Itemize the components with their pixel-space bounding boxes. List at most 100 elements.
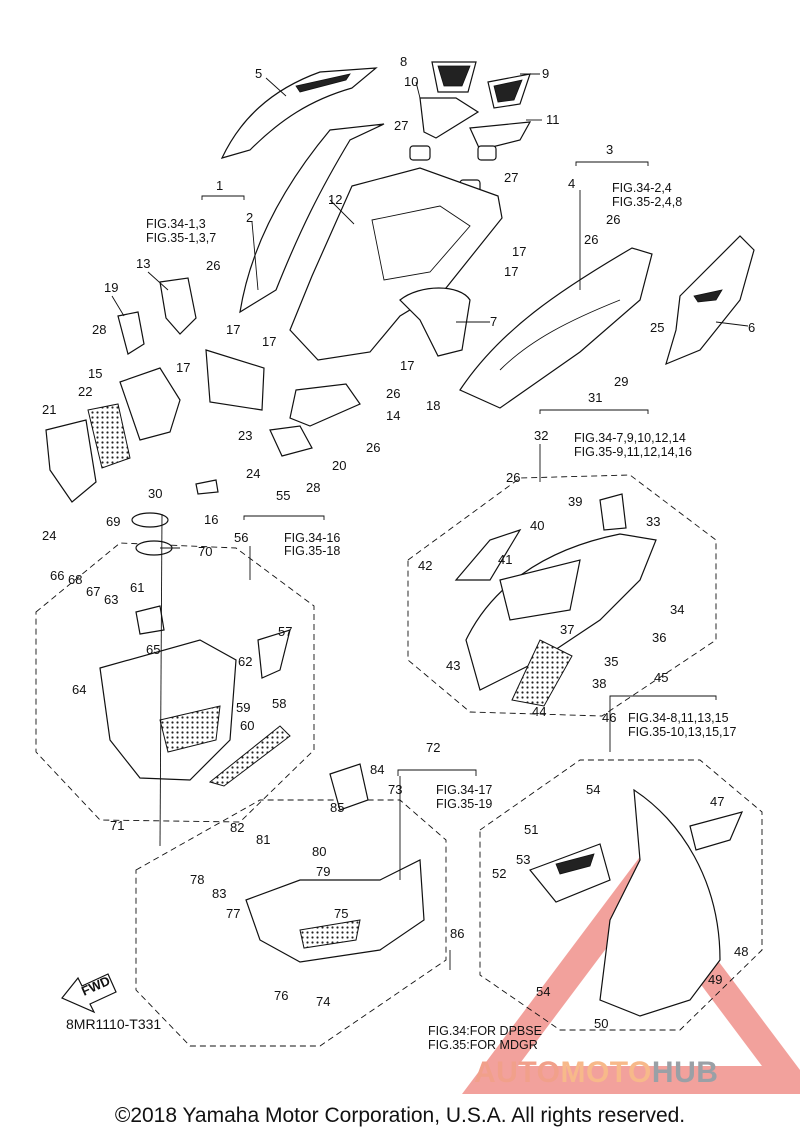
part-75-mesh xyxy=(299,919,361,949)
callout-36: 36 xyxy=(652,630,666,645)
callout-3: 3 xyxy=(606,142,613,157)
part-8-detail xyxy=(437,65,471,87)
callout-44: 44 xyxy=(532,704,546,719)
callout-23: 23 xyxy=(238,428,252,443)
group-box-31 xyxy=(407,474,717,717)
part-19 xyxy=(117,311,145,355)
part-61 xyxy=(135,605,165,635)
callout-48: 48 xyxy=(734,944,748,959)
figure-note-34: FIG.34:FOR DPBSE xyxy=(428,1024,542,1038)
callout-51: 51 xyxy=(524,822,538,837)
callout-71: 71 xyxy=(110,818,124,833)
callout-19: 19 xyxy=(104,280,118,295)
callout-45: 45 xyxy=(654,670,668,685)
callout-22: 22 xyxy=(78,384,92,399)
group-box-45 xyxy=(479,759,763,1031)
watermark-part2: MOTO xyxy=(560,1056,652,1089)
fig-ref-g55-b: FIG.35-18 xyxy=(284,544,340,558)
part-4-detail xyxy=(499,299,621,371)
callout-37: 37 xyxy=(560,622,574,637)
callout-30: 30 xyxy=(148,486,162,501)
callout-56: 56 xyxy=(234,530,248,545)
part-37 xyxy=(499,559,581,621)
part-27b xyxy=(477,145,497,161)
callout-29: 29 xyxy=(614,374,628,389)
group-box-72 xyxy=(135,799,447,1047)
callout-85: 85 xyxy=(330,800,344,815)
callout-49: 49 xyxy=(708,972,722,987)
callout-66: 66 xyxy=(50,568,64,583)
fig-ref-g72-b: FIG.35-19 xyxy=(436,797,492,811)
leader-lines xyxy=(111,61,749,880)
callout-9: 9 xyxy=(542,66,549,81)
fig-ref-g3-b: FIG.35-2,4,8 xyxy=(612,195,682,209)
callout-7: 7 xyxy=(490,314,497,329)
callout-64: 64 xyxy=(72,682,86,697)
part-46-side-cowl xyxy=(599,788,721,1017)
part-12-detail xyxy=(371,205,471,281)
part-47 xyxy=(689,811,744,851)
callout-18: 18 xyxy=(426,398,440,413)
part-73-undercowl xyxy=(245,859,425,963)
callout-17d: 17 xyxy=(226,322,240,337)
callout-61: 61 xyxy=(130,580,144,595)
callout-41: 41 xyxy=(498,552,512,567)
callout-69: 69 xyxy=(106,514,120,529)
part-16 xyxy=(195,479,219,495)
bracket-55 xyxy=(243,515,325,520)
callout-26d: 26 xyxy=(386,386,400,401)
fig-ref-g3-a: FIG.34-2,4 xyxy=(612,181,672,195)
figure-notes: FIG.34:FOR DPBSE FIG.35:FOR MDGR xyxy=(428,1024,542,1052)
part-33 xyxy=(599,493,627,531)
part-69 xyxy=(131,512,169,528)
fig-ref-g45-b: FIG.35-10,13,15,17 xyxy=(628,725,736,739)
watermark-part1: AUTO xyxy=(474,1056,561,1089)
callout-2: 2 xyxy=(246,210,253,225)
callout-17f: 17 xyxy=(176,360,190,375)
part-11 xyxy=(469,121,532,151)
figure-note-35-fig: FIG.35 xyxy=(428,1038,467,1052)
copyright-notice: ©2018 Yamaha Motor Corporation, U.S.A. A… xyxy=(114,1104,686,1127)
callout-86: 86 xyxy=(450,926,464,941)
figure-note-34-text: FOR DPBSE xyxy=(469,1024,542,1038)
callout-28a: 28 xyxy=(92,322,106,337)
callout-17b: 17 xyxy=(504,264,518,279)
callout-82: 82 xyxy=(230,820,244,835)
part-5-detail xyxy=(295,73,351,93)
callout-83: 83 xyxy=(212,886,226,901)
fig-refs: FIG.34-1,3 FIG.35-1,3,7 FIG.34-2,4 FIG.3… xyxy=(146,181,736,811)
callout-14: 14 xyxy=(386,408,400,423)
callout-17e: 17 xyxy=(262,334,276,349)
fwd-arrow-icon: FWD xyxy=(61,973,117,1014)
callout-62: 62 xyxy=(238,654,252,669)
group-box-55 xyxy=(35,542,315,823)
part-22-mesh xyxy=(87,403,131,469)
fig-ref-g1-a: FIG.34-1,3 xyxy=(146,217,206,231)
callout-6: 6 xyxy=(748,320,755,335)
callout-73: 73 xyxy=(388,782,402,797)
fig-ref-g31-b: FIG.35-9,11,12,14,16 xyxy=(574,445,692,459)
callout-52: 52 xyxy=(492,866,506,881)
part-42 xyxy=(454,528,522,581)
part-4-side-panel xyxy=(459,247,653,409)
part-44-mesh xyxy=(511,639,573,707)
callout-24a: 24 xyxy=(246,466,260,481)
part-57 xyxy=(257,629,291,679)
callout-68: 68 xyxy=(68,572,82,587)
callout-21: 21 xyxy=(42,402,56,417)
callout-55: 55 xyxy=(276,488,290,503)
callout-76: 76 xyxy=(274,988,288,1003)
callout-11: 11 xyxy=(546,112,560,127)
part-58-mesh xyxy=(208,725,291,787)
callout-5: 5 xyxy=(255,66,262,81)
callout-8: 8 xyxy=(400,54,407,69)
callout-74: 74 xyxy=(316,994,330,1009)
callout-20: 20 xyxy=(332,458,346,473)
part-51-53 xyxy=(529,843,611,903)
callout-80: 80 xyxy=(312,844,326,859)
callout-16: 16 xyxy=(204,512,218,527)
callout-17c: 17 xyxy=(400,358,414,373)
callout-1: 1 xyxy=(216,178,223,193)
callout-25: 25 xyxy=(650,320,664,335)
part-23 xyxy=(205,349,265,411)
